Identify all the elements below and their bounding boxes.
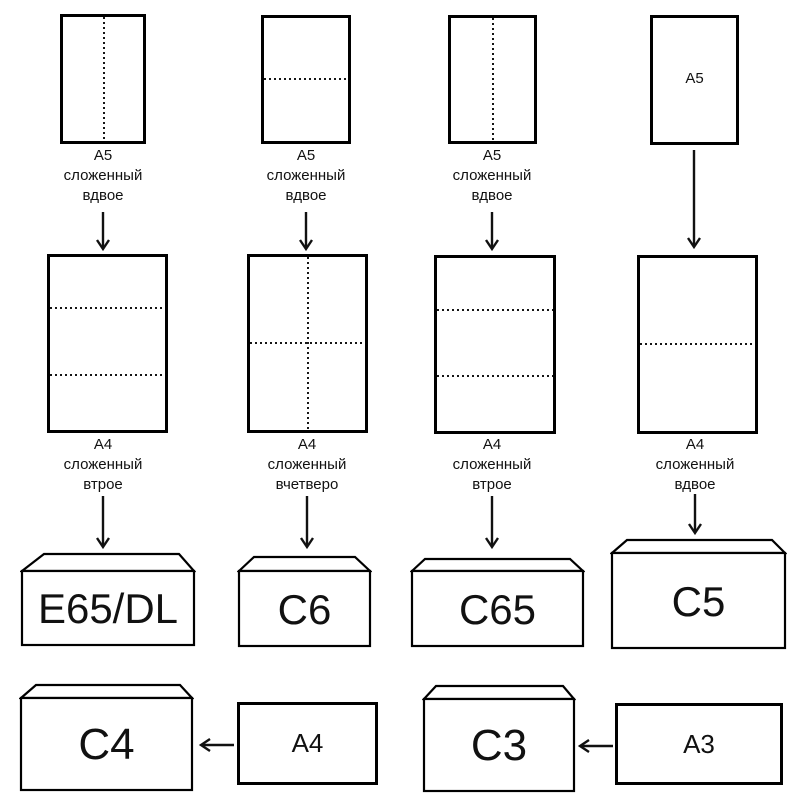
arrow-down-icon	[298, 212, 314, 257]
envelope-label: C3	[470, 721, 528, 770]
top-label-col3: A5 сложенный вдвое	[452, 147, 532, 204]
arrow-down-icon	[484, 212, 500, 257]
arrow-down-icon	[686, 150, 702, 255]
envelope-label: C65	[458, 585, 537, 633]
source-sheet-label: A4	[291, 728, 324, 758]
envelope-e65-dl: E65/DL	[20, 552, 196, 647]
source-sheet-a3: A3	[615, 703, 783, 785]
mid-label-col3: A4 сложенный втрое	[452, 436, 532, 493]
envelope-body	[19, 696, 194, 792]
envelope-c6-highlighted: C6	[237, 555, 372, 648]
envelope-c65: C65	[410, 557, 585, 648]
paper-a4-col3	[434, 255, 556, 434]
arrow-left-icon	[577, 738, 615, 759]
source-sheet-label: A3	[683, 728, 715, 759]
top-label-col1: A5 сложенный вдвое	[63, 147, 143, 204]
fold-line-vertical	[492, 18, 494, 141]
mid-label-col2: A4 сложенный вчетверо	[267, 436, 347, 493]
envelope-body	[610, 551, 787, 650]
paper-a4-col4	[637, 255, 758, 434]
envelope-c4: C4	[19, 683, 194, 792]
envelope-body	[410, 569, 585, 648]
arrow-left-icon	[198, 737, 236, 758]
envelope-flap	[19, 683, 194, 700]
envelope-body	[20, 569, 196, 647]
envelope-label: C4	[78, 720, 135, 769]
paper-a5-col2	[261, 15, 351, 144]
fold-line-horizontal	[50, 307, 165, 309]
envelope-c3: C3	[422, 684, 576, 793]
paper-a4-col1	[47, 254, 168, 433]
envelope-label: E65/DL	[37, 585, 179, 632]
envelope-label: C5	[671, 577, 726, 625]
fold-line-vertical	[103, 17, 105, 141]
envelope-flap	[610, 538, 787, 555]
arrow-down-icon	[484, 496, 500, 555]
fold-line-horizontal	[437, 375, 553, 377]
fold-line-horizontal	[264, 78, 348, 80]
envelope-body	[237, 569, 372, 648]
envelope-label: C6	[277, 585, 332, 633]
envelope-flap	[237, 555, 372, 573]
arrow-down-icon	[299, 496, 315, 555]
arrow-down-icon	[687, 494, 703, 541]
fold-line-horizontal	[250, 342, 365, 344]
paper-a5-col3	[448, 15, 537, 144]
fold-line-horizontal	[50, 374, 165, 376]
fold-line-horizontal	[640, 343, 755, 345]
mid-label-col1: A4 сложенный втрое	[63, 436, 143, 493]
envelope-body	[422, 697, 576, 793]
mid-label-col4: A4 сложенный вдвое	[655, 436, 735, 493]
paper-a4-col2	[247, 254, 368, 433]
source-sheet-a4: A4	[237, 702, 378, 785]
envelope-flap	[20, 552, 196, 573]
paper-a5-col4: A5	[650, 15, 739, 145]
paper-a5-label: A5	[685, 70, 704, 87]
envelope-flap	[410, 557, 585, 573]
envelope-flap	[422, 684, 576, 701]
top-label-col2: A5 сложенный вдвое	[266, 147, 346, 204]
envelope-c5: C5	[610, 538, 787, 650]
paper-a5-col1	[60, 14, 146, 144]
arrow-down-icon	[95, 496, 111, 555]
arrow-down-icon	[95, 212, 111, 257]
fold-line-horizontal	[437, 309, 553, 311]
